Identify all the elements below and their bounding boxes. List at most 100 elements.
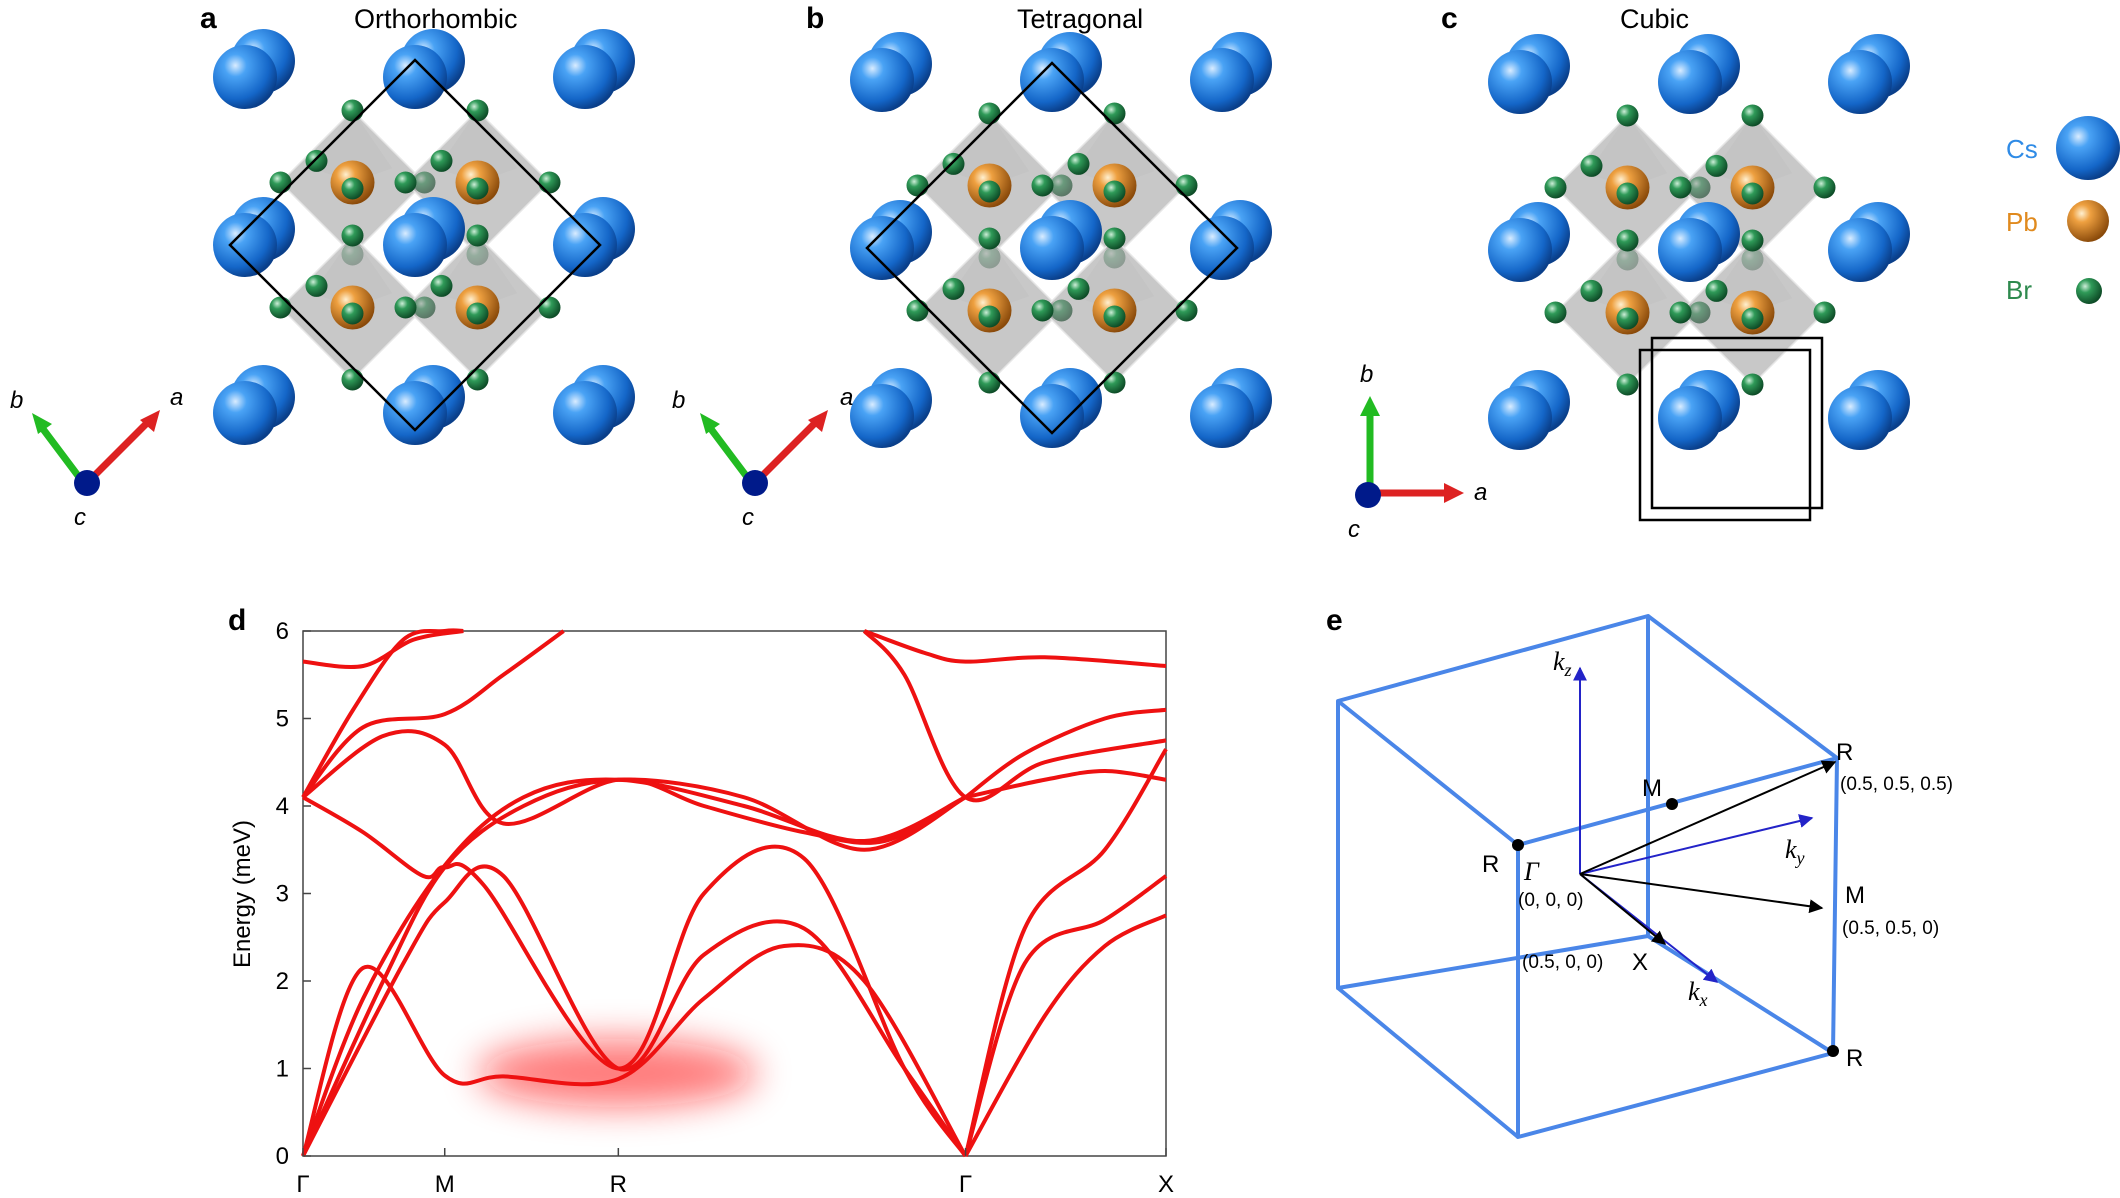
y-tick-label: 3 xyxy=(276,881,289,908)
cs-atom xyxy=(1190,48,1254,112)
cs-atom xyxy=(213,45,277,109)
r-vector xyxy=(1579,760,1837,875)
panel-label-a: a xyxy=(200,2,217,35)
gamma-coord: (0, 0, 0) xyxy=(1518,890,1583,911)
br-atom xyxy=(1544,301,1567,324)
panel-title-a: Orthorhombic xyxy=(354,4,518,34)
br-atom xyxy=(430,149,453,172)
octahedron-face xyxy=(1587,115,1668,188)
band-line-14 xyxy=(963,748,1168,1157)
panel-label-c: c xyxy=(1441,2,1458,35)
x-vector xyxy=(1579,873,1667,945)
x-coord: (0.5, 0, 0) xyxy=(1522,952,1603,973)
br-atom xyxy=(341,99,364,122)
cs-atom xyxy=(553,381,617,445)
br-atom xyxy=(1705,154,1728,177)
x-tick-label: R xyxy=(610,1171,627,1198)
octahedron-face xyxy=(437,110,518,183)
unit-cell xyxy=(228,58,602,432)
br-atom xyxy=(466,177,489,200)
octahedron-face xyxy=(1587,240,1668,313)
band-line-5 xyxy=(301,795,968,1158)
r-coord: (0.5, 0.5, 0.5) xyxy=(1840,774,1953,795)
band-line-7 xyxy=(301,629,565,799)
cs-atom xyxy=(1488,386,1552,450)
br-atom xyxy=(1103,227,1126,250)
band-line-12 xyxy=(965,768,1167,800)
panel-label-e: e xyxy=(1326,604,1343,637)
axis-triad-a: b a c xyxy=(10,384,183,531)
point-r-front-left xyxy=(1512,839,1524,851)
band-line-3 xyxy=(301,943,968,1158)
band-line-2 xyxy=(301,777,967,1157)
legend-pb-sphere xyxy=(2067,200,2109,242)
crystal-cubic xyxy=(1488,34,1910,522)
br-atom xyxy=(978,102,1001,125)
x-tick-label: Γ xyxy=(296,1171,309,1198)
br-atom xyxy=(269,296,292,319)
axis-b-label: b xyxy=(672,387,685,414)
octahedron-face xyxy=(1712,115,1793,188)
octahedron-face xyxy=(949,238,1030,311)
y-axis-label: Energy (meV) xyxy=(229,820,256,968)
panel-label-b: b xyxy=(806,2,824,35)
cs-atom xyxy=(1190,384,1254,448)
br-atom xyxy=(1175,299,1198,322)
br-atom xyxy=(305,149,328,172)
br-atom xyxy=(269,171,292,194)
br-atom xyxy=(1741,104,1764,127)
kz-label: kz xyxy=(1553,647,1572,680)
octahedron-face xyxy=(1074,238,1155,311)
cs-atom xyxy=(213,213,277,277)
cs-atom xyxy=(1828,218,1892,282)
y-tick-label: 5 xyxy=(276,706,289,733)
br-atom xyxy=(1616,182,1639,205)
br-atom xyxy=(1741,307,1764,330)
br-atom xyxy=(1580,154,1603,177)
axis-c-label: c xyxy=(742,504,754,531)
br-atom xyxy=(1669,301,1692,324)
r-label-left: R xyxy=(1482,851,1499,878)
br-atom xyxy=(1580,279,1603,302)
legend-cs-sphere xyxy=(2056,116,2120,180)
band-lines xyxy=(301,628,1168,1158)
br-atom xyxy=(906,299,929,322)
axis-a-label: a xyxy=(170,384,183,411)
br-atom xyxy=(942,152,965,175)
br-atom xyxy=(394,296,417,319)
band-line-9 xyxy=(302,629,464,669)
octahedron-face xyxy=(437,235,518,308)
r-label-top-right: R xyxy=(1836,739,1853,766)
point-m-top xyxy=(1666,798,1678,810)
highlight-glow xyxy=(477,1039,757,1107)
cs-atom xyxy=(213,381,277,445)
br-atom xyxy=(1031,174,1054,197)
br-atom xyxy=(394,171,417,194)
legend-pb-label: Pb xyxy=(2006,207,2038,237)
br-atom xyxy=(978,180,1001,203)
br-atom xyxy=(1103,305,1126,328)
br-atom xyxy=(466,224,489,247)
br-atom xyxy=(341,368,364,391)
br-atom xyxy=(538,296,561,319)
br-atom xyxy=(1103,180,1126,203)
cs-atom xyxy=(383,45,447,109)
br-atom xyxy=(1616,104,1639,127)
y-tick-label: 1 xyxy=(276,1056,289,1083)
m-vector xyxy=(1579,873,1824,914)
octahedron-face xyxy=(312,235,393,308)
ky-arrow xyxy=(1579,814,1814,875)
octahedron-face xyxy=(1712,240,1793,313)
br-atom xyxy=(1616,229,1639,252)
x-tick-label: M xyxy=(435,1171,455,1198)
cs-atom xyxy=(1020,216,1084,280)
x-tick-label: Γ xyxy=(959,1171,972,1198)
br-atom xyxy=(1813,176,1836,199)
m-label-right: M xyxy=(1845,882,1865,909)
legend-br-label: Br xyxy=(2006,275,2032,305)
axis-a-label: a xyxy=(1474,479,1487,506)
cs-atom xyxy=(1488,218,1552,282)
octahedron-face xyxy=(1074,113,1155,186)
m-label-top: M xyxy=(1642,775,1662,802)
br-atom xyxy=(341,302,364,325)
